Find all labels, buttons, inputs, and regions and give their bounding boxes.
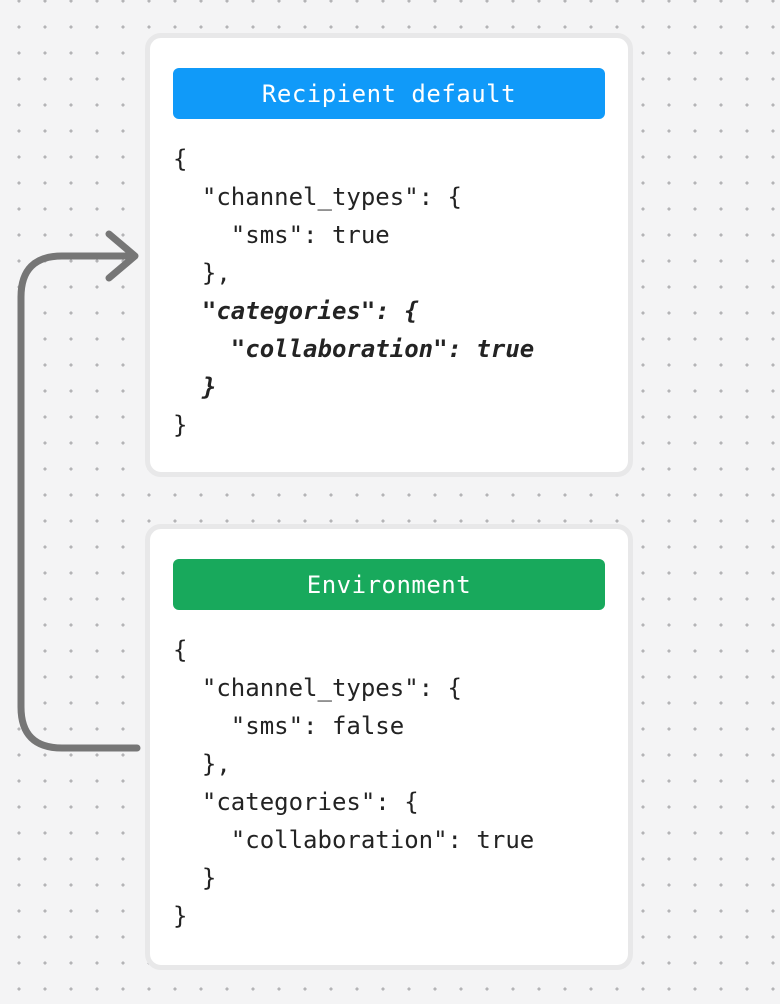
code-line: "collaboration": true bbox=[173, 826, 535, 854]
code-line: "channel_types": { bbox=[173, 674, 462, 702]
json-code-block-recipient-default: { "channel_types": { "sms": true }, "cat… bbox=[173, 140, 605, 444]
code-line: } bbox=[173, 864, 217, 892]
arrow-shaft bbox=[17, 252, 141, 752]
code-line: } bbox=[173, 373, 217, 401]
code-line: "categories": { bbox=[173, 297, 419, 325]
json-code-block-environment: { "channel_types": { "sms": false }, "ca… bbox=[173, 631, 605, 935]
code-line: "categories": { bbox=[173, 788, 419, 816]
card-environment: Environment { "channel_types": { "sms": … bbox=[145, 524, 633, 970]
code-line: { bbox=[173, 636, 188, 664]
card-recipient-default: Recipient default { "channel_types": { "… bbox=[145, 33, 633, 477]
code-line: }, bbox=[173, 750, 231, 778]
recipient-default-badge: Recipient default bbox=[173, 68, 605, 119]
code-line: { bbox=[173, 145, 188, 173]
curved-arrow-stroke-group bbox=[17, 230, 141, 752]
code-line: "sms": false bbox=[173, 712, 405, 740]
code-line: "collaboration": true bbox=[173, 335, 535, 363]
code-line: "channel_types": { bbox=[173, 183, 462, 211]
code-line: } bbox=[173, 902, 188, 930]
code-line: "sms": true bbox=[173, 221, 390, 249]
arrow-head-icon bbox=[105, 230, 139, 282]
code-line: }, bbox=[173, 259, 231, 287]
environment-badge: Environment bbox=[173, 559, 605, 610]
code-line: } bbox=[173, 411, 188, 439]
